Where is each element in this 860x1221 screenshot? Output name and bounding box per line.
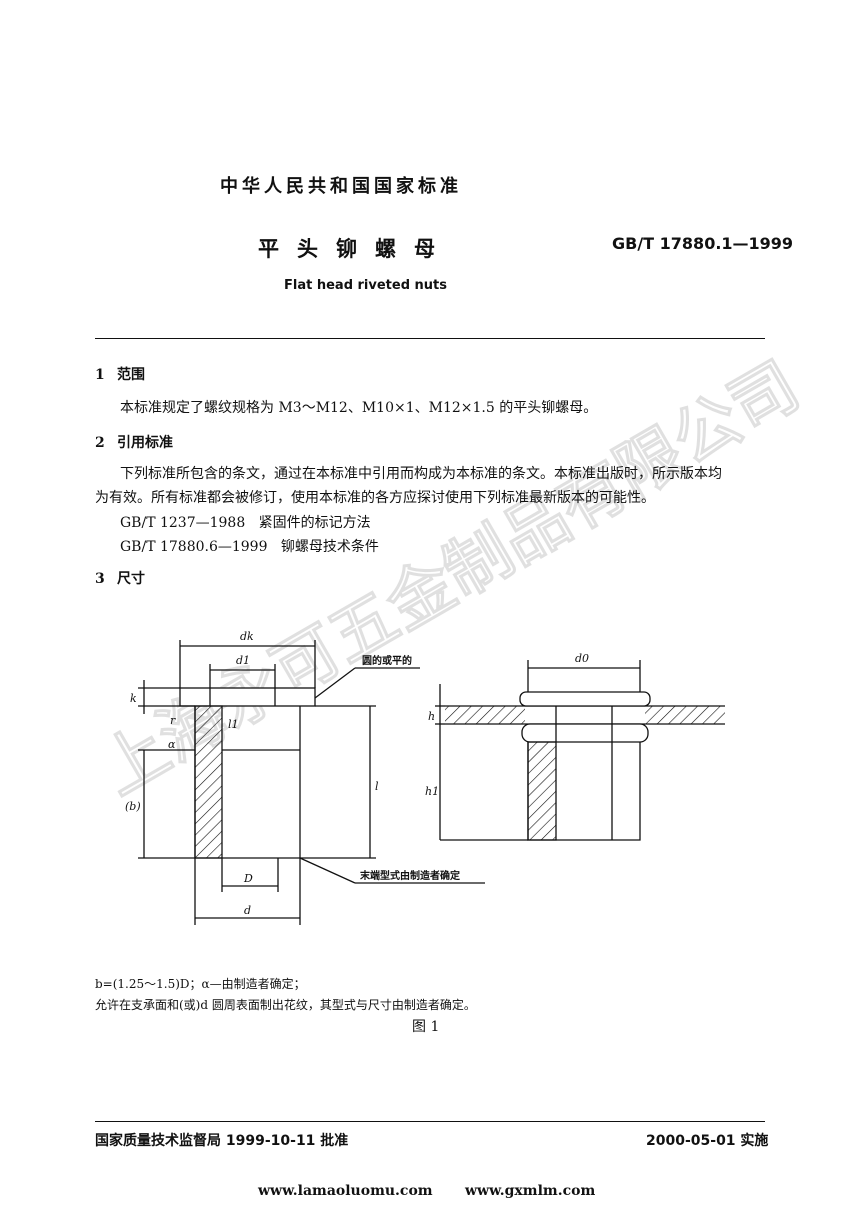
- label-l: l: [375, 780, 379, 793]
- figure-note-1: b=(1.25～1.5)D；α—由制造者确定；: [95, 977, 306, 991]
- header-rule: [95, 338, 765, 339]
- website-link[interactable]: www.lamaoluomu.com: [258, 1183, 433, 1199]
- label-h: h: [428, 710, 435, 723]
- figure-caption: 图 1: [412, 1019, 440, 1035]
- label-b: (b): [125, 800, 141, 813]
- section-2-text-line1: 下列标准所包含的条文，通过在本标准中引用而构成为本标准的条文。本标准出版时，所示…: [120, 466, 722, 482]
- label-D: D: [243, 872, 253, 885]
- label-r: r: [170, 714, 176, 727]
- callout-bottom: 末端型式由制造者确定: [360, 869, 460, 882]
- approval-info: 国家质量技术监督局 1999-10-11 批准: [95, 1133, 349, 1149]
- label-h1: h1: [425, 785, 439, 798]
- section-2-text-line2: 为有效。所有标准都会被修订，使用本标准的各方应探讨使用下列标准最新版本的可能性。: [95, 490, 655, 506]
- label-l1: l1: [228, 718, 239, 731]
- callout-top: 圆的或平的: [362, 654, 412, 667]
- figure-note-2: 允许在支承面和(或)d 圆周表面制出花纹，其型式与尺寸由制造者确定。: [95, 998, 476, 1012]
- label-dk: dk: [240, 630, 254, 643]
- reference-row: GB/T 1237—1988 紧固件的标记方法: [120, 515, 371, 531]
- standard-code: GB/T 17880.1—1999: [612, 234, 794, 253]
- rivet-nut-drawing: dk d1 k r l1 α (b) l D d d0 h h1 圆的或平的 末…: [125, 630, 725, 925]
- reference-row: GB/T 17880.6—1999 铆螺母技术条件: [120, 539, 379, 555]
- document-title: 平头铆螺母: [258, 237, 453, 261]
- label-alpha: α: [168, 738, 176, 751]
- label-d1: d1: [236, 654, 250, 667]
- label-d: d: [244, 904, 251, 917]
- label-d0: d0: [575, 652, 589, 665]
- english-title: Flat head riveted nuts: [284, 278, 448, 293]
- national-standard-heading: 中华人民共和国国家标准: [220, 176, 462, 197]
- label-k: k: [130, 692, 137, 705]
- footer-rule: [95, 1121, 765, 1122]
- section-1-text: 本标准规定了螺纹规格为 M3～M12、M10×1、M12×1.5 的平头铆螺母。: [120, 400, 598, 416]
- implementation-date: 2000-05-01 实施: [646, 1133, 769, 1149]
- website-link[interactable]: www.gxmlm.com: [465, 1183, 596, 1199]
